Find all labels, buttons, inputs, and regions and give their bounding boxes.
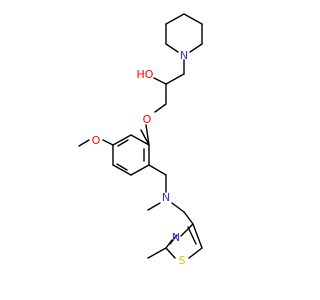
atom-labels: N HO O O N N S: [92, 49, 188, 267]
double-bond: [116, 163, 128, 171]
bond: [165, 13, 185, 25]
bond: [147, 247, 167, 259]
methoxy-oxygen-label: O: [92, 134, 101, 147]
molecule-structure-diagram: N HO O O N N S: [78, 13, 203, 267]
double-bond: [117, 139, 129, 147]
ether-oxygen-label: O: [143, 113, 152, 126]
bond: [154, 103, 167, 113]
bond: [183, 211, 194, 225]
bond: [78, 139, 90, 147]
bond: [192, 223, 203, 249]
bond: [112, 134, 132, 146]
bond: [147, 202, 161, 211]
bond: [112, 164, 132, 176]
sulfur-thiazole-label: S: [179, 254, 186, 267]
double-bond: [169, 234, 178, 245]
bond: [171, 202, 185, 213]
benzene-ring: [112, 129, 150, 176]
piperidine-ring: [165, 13, 203, 53]
bond: [145, 124, 150, 146]
nitrogen-piperidine-label: N: [180, 49, 188, 62]
thiazole-ring: [147, 211, 203, 259]
bond: [102, 139, 114, 146]
bond: [148, 164, 167, 176]
bond: [165, 239, 173, 249]
bond: [180, 223, 194, 237]
nitrogen-thiazole-label: N: [172, 231, 180, 244]
bond: [165, 73, 185, 85]
bond: [153, 77, 167, 85]
nitrogen-amine-label: N: [162, 191, 170, 204]
bond: [165, 43, 179, 53]
bond: [165, 247, 176, 259]
bond: [183, 13, 203, 25]
bond: [130, 164, 150, 176]
methoxy-group: [78, 139, 114, 147]
propanol-linker: [153, 59, 185, 113]
hydroxyl-label: HO: [137, 68, 154, 81]
double-bond: [187, 226, 197, 245]
bond: [130, 134, 150, 146]
benzyl-amine-linker: [147, 164, 185, 213]
bond: [140, 129, 150, 146]
bond: [188, 247, 203, 259]
bond: [189, 43, 203, 53]
